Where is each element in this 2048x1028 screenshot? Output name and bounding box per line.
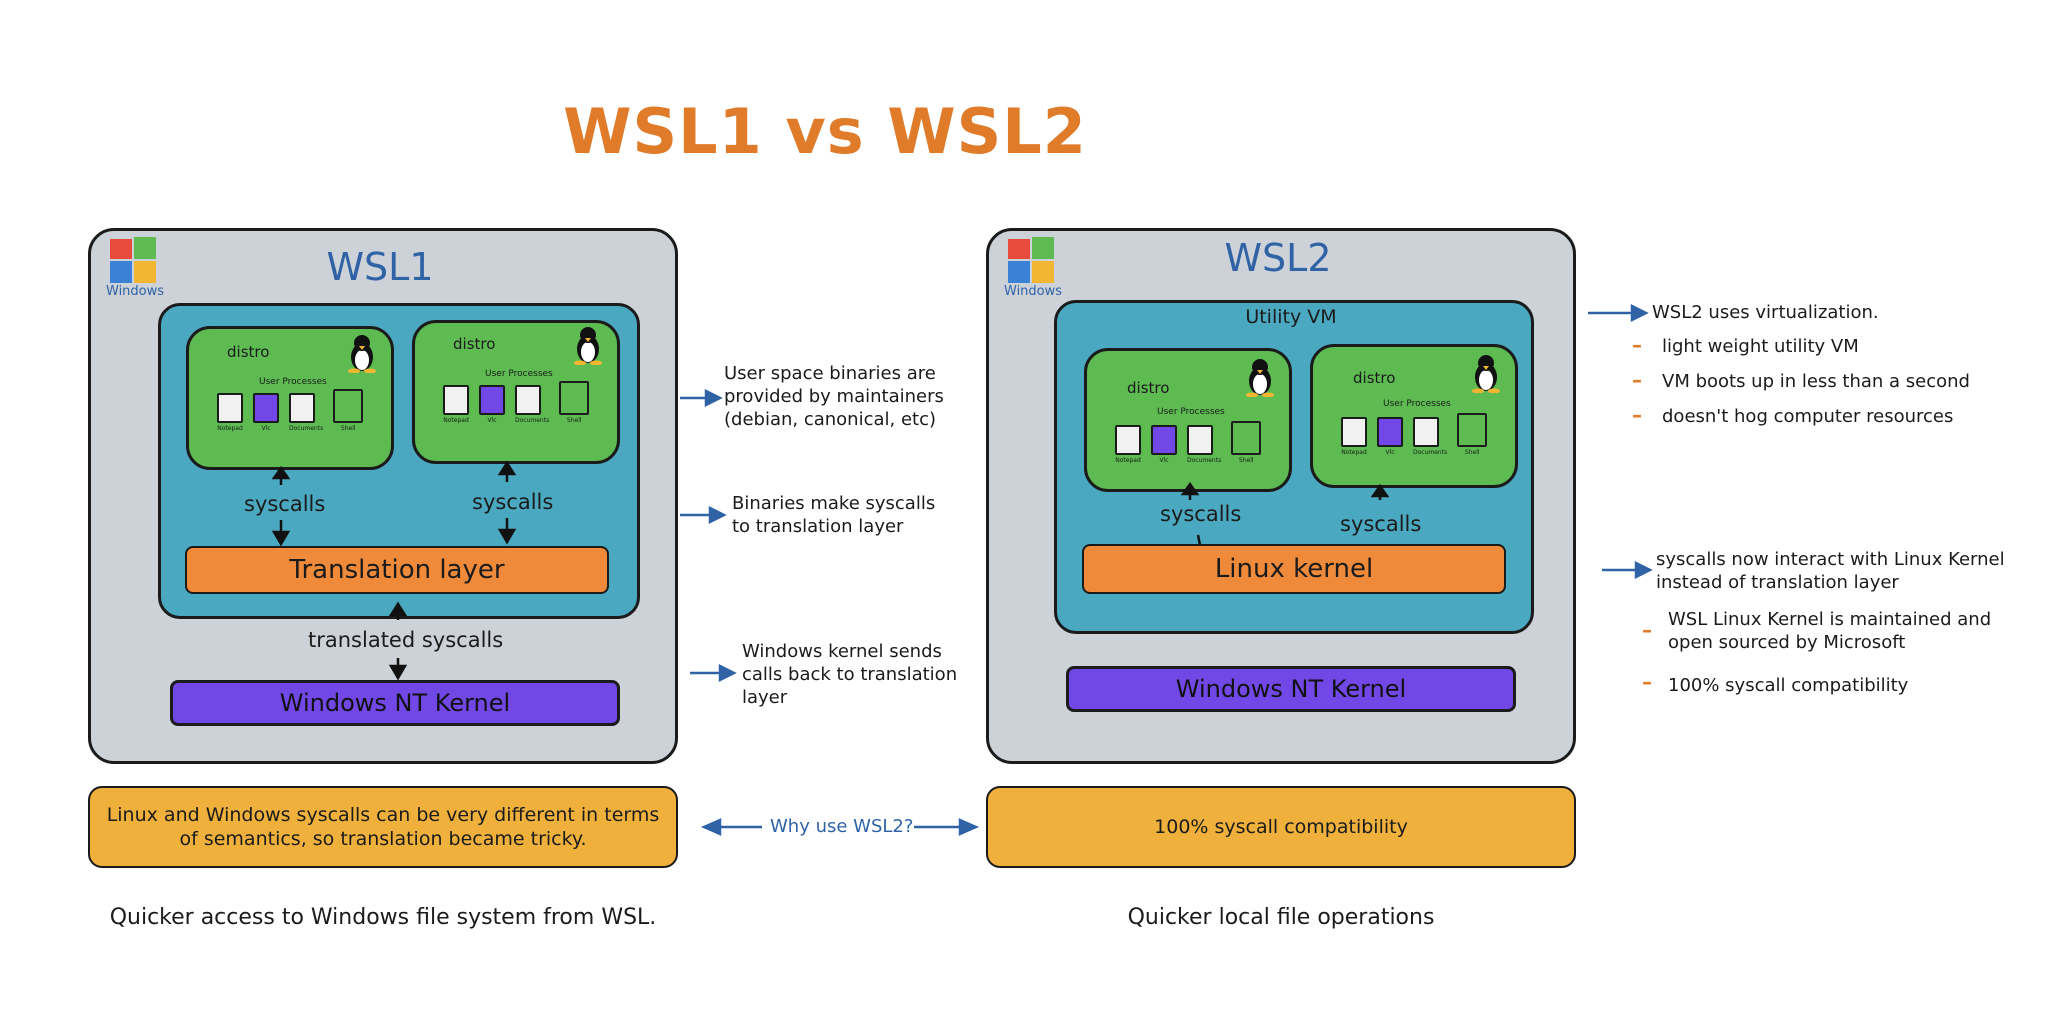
vlc-icon <box>1377 417 1403 447</box>
shell-icon <box>1231 421 1262 455</box>
bullet-dash: – <box>1632 333 1642 357</box>
utility-vm-label: Utility VM <box>1245 306 1337 328</box>
windows-logo-label: Windows <box>1004 284 1063 299</box>
wsl2-windows-nt-kernel: Windows NT Kernel <box>1066 666 1516 712</box>
wsl1-distro-2: distro User Processes Notepad Vlc Docume… <box>412 320 620 464</box>
bullet-dash: – <box>1642 618 1652 642</box>
syscalls-label: syscalls <box>1340 512 1422 536</box>
wsl2-note-bullet: light weight utility VM <box>1662 336 1859 357</box>
vlc-icon <box>479 385 505 415</box>
distro-label: distro <box>1127 379 1170 397</box>
user-processes-label: User Processes <box>259 377 327 387</box>
shell-icon <box>1457 413 1488 447</box>
wsl1-drawback-box: Linux and Windows syscalls can be very d… <box>88 786 678 868</box>
wsl2-note-virtualization: WSL2 uses virtualization. <box>1652 302 1879 323</box>
wsl1-pro-caption: Quicker access to Windows file system fr… <box>109 905 657 930</box>
syscalls-label: syscalls <box>244 492 326 516</box>
distro-label: distro <box>227 343 270 361</box>
bullet-dash: – <box>1632 368 1642 392</box>
penguin-icon <box>348 335 376 373</box>
wsl2-pro-caption: Quicker local file operations <box>1127 905 1435 930</box>
translated-syscalls-label: translated syscalls <box>308 628 504 652</box>
user-processes-label: User Processes <box>1157 407 1225 417</box>
wsl2-note-bullet: doesn't hog computer resources <box>1662 406 1954 427</box>
bullet-dash: – <box>1642 670 1652 694</box>
wsl2-note-bullet: 100% syscall compatibility <box>1668 675 1909 696</box>
process-icons: Notepad Vlc Documents Shell <box>1115 421 1262 464</box>
wsl2-title: WSL2 <box>1224 236 1332 280</box>
user-processes-label: User Processes <box>1383 399 1451 409</box>
wsl2-note-bullet: WSL Linux Kernel is maintained and open … <box>1668 609 1992 653</box>
wsl1-note-kernel: Windows kernel sends calls back to trans… <box>742 641 958 708</box>
wsl2-distro-1: distro User Processes Notepad Vlc Docume… <box>1084 348 1292 492</box>
distro-label: distro <box>453 335 496 353</box>
vlc-icon <box>1151 425 1177 455</box>
documents-icon <box>1187 425 1213 455</box>
wsl1-note-syscalls: Binaries make syscalls to translation la… <box>732 493 936 537</box>
user-processes-label: User Processes <box>485 369 553 379</box>
windows-logo-icon <box>1008 237 1054 283</box>
wsl1-title: WSL1 <box>326 245 434 289</box>
wsl1-note-binaries: User space binaries are provided by main… <box>724 363 944 430</box>
shell-icon <box>559 381 590 415</box>
process-icons: Notepad Vlc Documents Shell <box>1341 413 1488 456</box>
linux-kernel: Linux kernel <box>1082 544 1506 594</box>
penguin-icon <box>1472 355 1500 393</box>
notepad-icon <box>443 385 469 415</box>
notepad-icon <box>1341 417 1367 447</box>
documents-icon <box>289 393 315 423</box>
wsl2-note-bullet: VM boots up in less than a second <box>1662 371 1970 392</box>
translation-layer: Translation layer <box>185 546 609 594</box>
notepad-icon <box>1115 425 1141 455</box>
wsl2-distro-2: distro User Processes Notepad Vlc Docume… <box>1310 344 1518 488</box>
documents-icon <box>1413 417 1439 447</box>
windows-logo-icon <box>110 237 156 283</box>
wsl2-note-kernel: syscalls now interact with Linux Kernel … <box>1656 549 2005 593</box>
process-icons: Notepad Vlc Documents Shell <box>217 389 364 432</box>
shell-icon <box>333 389 364 423</box>
syscalls-label: syscalls <box>472 490 554 514</box>
page-title: WSL1 vs WSL2 <box>563 95 1087 168</box>
penguin-icon <box>1246 359 1274 397</box>
bullet-dash: – <box>1632 403 1642 427</box>
process-icons: Notepad Vlc Documents Shell <box>443 381 590 424</box>
notepad-icon <box>217 393 243 423</box>
wsl2-benefit-box: 100% syscall compatibility <box>986 786 1576 868</box>
why-use-wsl2-label: Why use WSL2? <box>770 816 914 837</box>
distro-label: distro <box>1353 369 1396 387</box>
vlc-icon <box>253 393 279 423</box>
wsl1-windows-nt-kernel: Windows NT Kernel <box>170 680 620 726</box>
syscalls-label: syscalls <box>1160 502 1242 526</box>
wsl1-distro-1: distro User Processes Notepad Vlc Docume… <box>186 326 394 470</box>
penguin-icon <box>574 327 602 365</box>
windows-logo-label: Windows <box>106 284 165 299</box>
documents-icon <box>515 385 541 415</box>
